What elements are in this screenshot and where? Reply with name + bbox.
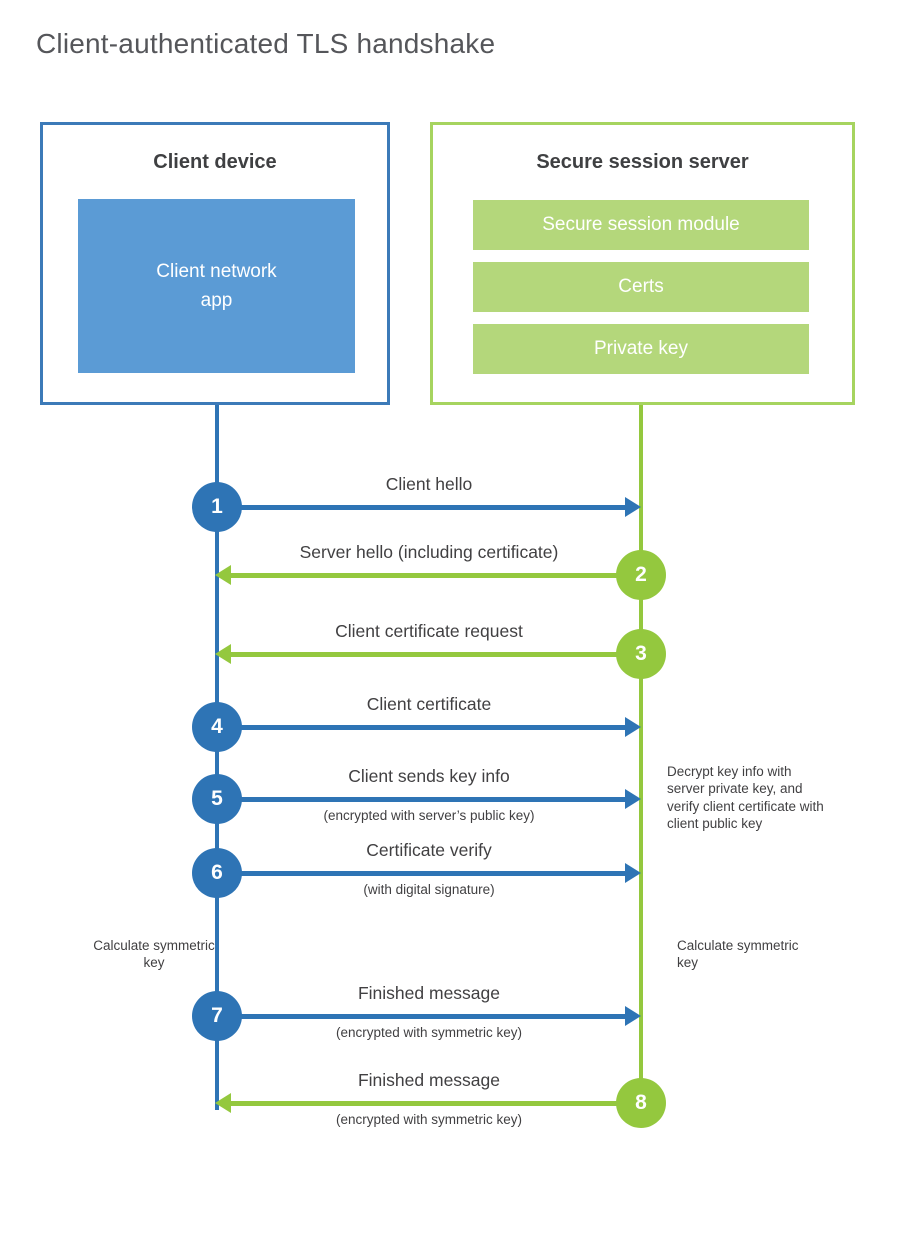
msg-label-client-hello: Client hello	[385, 474, 473, 494]
server-lifeline	[639, 405, 643, 1103]
client-device-box: Client device Client network app	[40, 122, 390, 405]
msg-label-client-certificate: Client certificate	[366, 694, 492, 714]
step-number: 5	[211, 787, 223, 810]
server-module-private-key: Private key	[473, 324, 809, 374]
client-network-app-label: Client network app	[156, 260, 277, 311]
arrowhead-left-icon	[215, 565, 231, 585]
msg-label-finished-server: Finished message	[357, 1070, 501, 1090]
msg-sublabel-certificate-verify: (with digital signature)	[363, 882, 495, 897]
arrow-shaft	[240, 797, 628, 802]
step-circle-7: 7	[192, 991, 242, 1041]
step-circle-1: 1	[192, 482, 242, 532]
arrow-shaft	[240, 725, 628, 730]
server-module-certs: Certs	[473, 262, 809, 312]
arrow-client-key-info	[240, 789, 641, 809]
step-number: 6	[211, 861, 223, 884]
decrypt-key-note: Decrypt key info with server private key…	[667, 764, 824, 831]
server-module-label: Private key	[594, 338, 688, 359]
arrowhead-right-icon	[625, 497, 641, 517]
arrow-shaft	[240, 871, 628, 876]
msg-sublabel-finished-client: (encrypted with symmetric key)	[335, 1025, 523, 1040]
arrow-client-certificate	[240, 717, 641, 737]
secure-session-server-title: Secure session server	[536, 151, 749, 173]
secure-session-server-box: Secure session server Secure session mod…	[430, 122, 855, 405]
calculate-symmetric-key-note-client: Calculate symmetric key	[93, 938, 215, 971]
msg-sublabel-client-key-info: (encrypted with server’s public key)	[323, 808, 535, 823]
server-module-secure-session: Secure session module	[473, 200, 809, 250]
client-network-app-box: Client network app	[78, 199, 355, 373]
arrow-shaft	[228, 1101, 618, 1106]
client-lifeline	[215, 405, 219, 1110]
step-circle-5: 5	[192, 774, 242, 824]
arrowhead-left-icon	[215, 644, 231, 664]
msg-label-finished-client: Finished message	[357, 983, 501, 1003]
msg-label-client-key-info: Client sends key info	[348, 766, 510, 786]
arrow-shaft	[240, 1014, 628, 1019]
arrow-shaft	[240, 505, 628, 510]
msg-label-client-cert-request: Client certificate request	[335, 621, 523, 641]
server-module-label: Secure session module	[542, 214, 740, 235]
arrow-client-hello	[240, 497, 641, 517]
step-circle-3: 3	[616, 629, 666, 679]
arrowhead-right-icon	[625, 789, 641, 809]
step-circle-4: 4	[192, 702, 242, 752]
arrow-finished-client	[240, 1006, 641, 1026]
msg-sublabel-finished-server: (encrypted with symmetric key)	[335, 1112, 523, 1127]
calculate-symmetric-key-note-server: Calculate symmetric key	[677, 938, 799, 971]
msg-label-certificate-verify: Certificate verify	[366, 840, 492, 860]
step-circle-6: 6	[192, 848, 242, 898]
step-circle-8: 8	[616, 1078, 666, 1128]
arrow-certificate-verify	[240, 863, 641, 883]
step-number: 7	[211, 1004, 223, 1027]
step-circle-2: 2	[616, 550, 666, 600]
arrow-client-cert-request	[215, 644, 618, 664]
arrow-server-hello	[215, 565, 618, 585]
arrow-shaft	[228, 573, 618, 578]
server-module-label: Certs	[618, 276, 664, 297]
page-title: Client-authenticated TLS handshake	[36, 28, 496, 59]
arrowhead-right-icon	[625, 717, 641, 737]
arrow-shaft	[228, 652, 618, 657]
step-number: 3	[635, 642, 647, 665]
arrowhead-left-icon	[215, 1093, 231, 1113]
step-number: 8	[635, 1091, 647, 1114]
arrowhead-right-icon	[625, 863, 641, 883]
msg-label-server-hello: Server hello (including certificate)	[299, 542, 559, 562]
arrowhead-right-icon	[625, 1006, 641, 1026]
step-number: 1	[211, 495, 223, 518]
step-number: 2	[635, 563, 647, 586]
step-number: 4	[211, 715, 223, 738]
arrow-finished-server	[215, 1093, 618, 1113]
client-device-title: Client device	[153, 151, 277, 173]
